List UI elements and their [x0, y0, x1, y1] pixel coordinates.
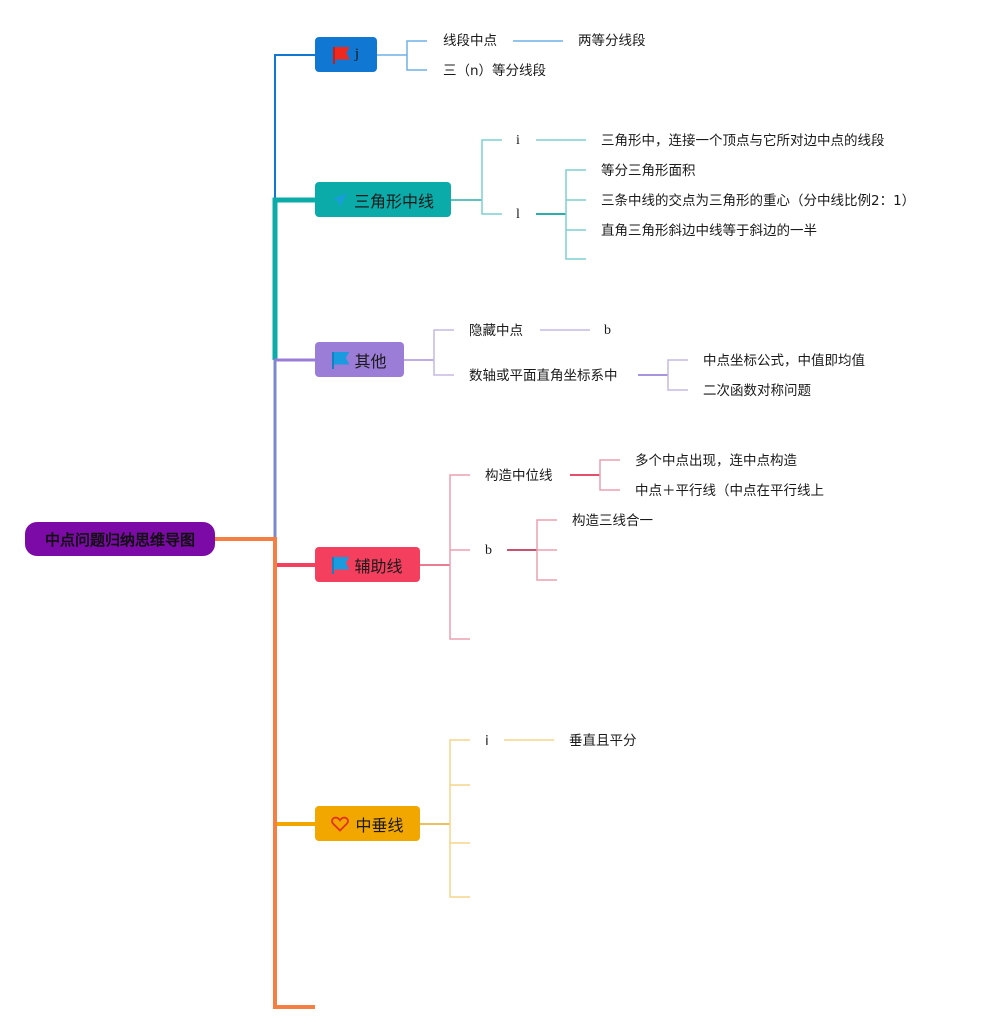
topic-b2-c2-1[interactable]: 等分三角形面积 — [601, 163, 696, 179]
topic-b5-c1-1[interactable]: 垂直且平分 — [569, 733, 637, 749]
blue-flag-icon — [332, 556, 350, 574]
branch-node-5[interactable]: 中垂线 — [315, 806, 420, 841]
topic-b1-c2[interactable]: 三（n）等分线段 — [443, 63, 547, 79]
branch-4-lines — [420, 459, 620, 640]
topic-b3-c1-1[interactable]: b — [604, 323, 611, 338]
topic-b4-c1-1[interactable]: 多个中点出现，连中点构造 — [635, 453, 797, 469]
topic-b4-c2[interactable]: b — [485, 543, 492, 558]
branch-node-2[interactable]: 三角形中线 — [315, 182, 451, 217]
branch-4-label: 辅助线 — [354, 556, 403, 576]
branch-1-lines — [377, 40, 563, 71]
root-label: 中点问题归纳思维导图 — [44, 530, 195, 549]
trunk-blue — [274, 54, 315, 200]
branch-node-1[interactable]: j — [315, 37, 377, 72]
branch-node-4[interactable]: 辅助线 — [315, 547, 420, 582]
trunk-teal — [272, 197, 315, 360]
heart-icon — [331, 816, 350, 832]
topic-b3-c2-1[interactable]: 中点坐标公式，中值即均值 — [703, 353, 865, 369]
topic-b3-c2-2[interactable]: 二次函数对称问题 — [703, 383, 811, 399]
topic-b2-c2[interactable]: l — [516, 207, 520, 222]
topic-b3-c2[interactable]: 数轴或平面直角坐标系中 — [469, 368, 618, 384]
blue-flag-icon — [332, 351, 350, 369]
branch-1-label: j — [354, 46, 360, 62]
topic-b4-c2-1[interactable]: 构造三线合一 — [572, 513, 653, 529]
trunk-purple — [273, 358, 315, 537]
branch-2-label: 三角形中线 — [353, 191, 434, 211]
branch-5-label: 中垂线 — [355, 815, 404, 835]
branch-2-lines — [451, 139, 586, 260]
topic-b3-c1[interactable]: 隐藏中点 — [469, 323, 523, 339]
branch-3-label: 其他 — [354, 351, 387, 371]
branch-node-3[interactable]: 其他 — [315, 342, 404, 377]
topic-b4-c1-2[interactable]: 中点＋平行线（中点在平行线上 — [635, 483, 824, 499]
topic-b5-c1[interactable]: i — [485, 733, 489, 749]
branch-3-lines — [404, 329, 688, 391]
topic-b2-c1-1[interactable]: 三角形中，连接一个顶点与它所对边中点的线段 — [601, 133, 885, 149]
root-connector — [215, 537, 315, 1009]
topic-b2-c2-2[interactable]: 三条中线的交点为三角形的重心（分中线比例2：1） — [601, 193, 916, 209]
topic-b4-c1[interactable]: 构造中位线 — [485, 468, 553, 484]
topic-b2-c1[interactable]: i — [516, 133, 520, 148]
topic-b2-c2-3[interactable]: 直角三角形斜边中线等于斜边的一半 — [601, 223, 817, 239]
branch-5-lines — [420, 739, 554, 898]
topic-b1-c1[interactable]: 线段中点 — [443, 33, 497, 49]
red-flag-icon — [332, 46, 350, 64]
root-node[interactable]: 中点问题归纳思维导图 — [25, 522, 215, 556]
topic-b1-c1-1[interactable]: 两等分线段 — [578, 33, 646, 49]
paper-plane-icon — [332, 192, 348, 208]
